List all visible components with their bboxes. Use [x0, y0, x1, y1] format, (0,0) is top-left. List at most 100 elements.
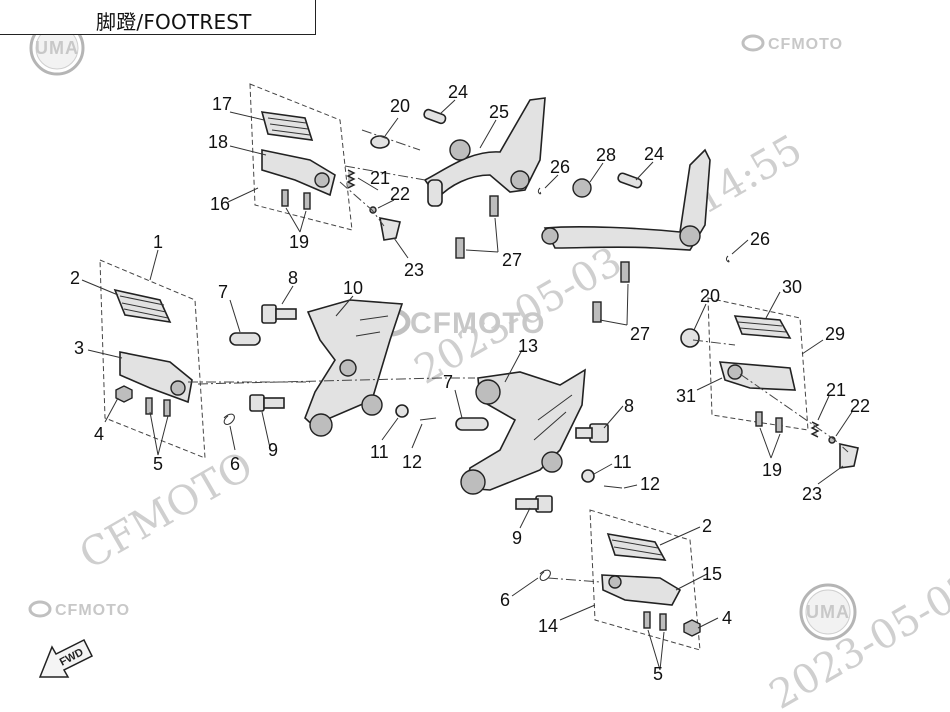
- callout-13: 13: [518, 336, 538, 356]
- bolt-5d: [659, 613, 667, 631]
- callout-17: 17: [212, 94, 232, 114]
- washer-11b: [581, 469, 595, 483]
- callout-21: 21: [370, 168, 390, 188]
- nut-4a: [115, 385, 133, 403]
- nut-4b: [683, 619, 701, 637]
- callout-labels: 1 2 3 4 5 6 7 8 9 10 11 12 16 17 18 19 2…: [70, 82, 870, 684]
- clip-26a: [537, 187, 542, 195]
- bolt-5b: [163, 399, 171, 417]
- callout-22: 22: [390, 184, 410, 204]
- pin-7a: [229, 332, 261, 346]
- callout-27b: 27: [630, 324, 650, 344]
- title-box: 脚蹬/FOOTREST: [0, 0, 316, 35]
- peg-bracket-3: [119, 351, 193, 404]
- ball-22a: [369, 206, 377, 214]
- callout-19: 19: [289, 232, 309, 252]
- leader-lines: [81, 99, 853, 671]
- callout-9: 9: [268, 440, 278, 460]
- peg-bracket-18: [261, 149, 336, 197]
- peg-rubber-2a: [113, 288, 172, 324]
- bolt-27a: [489, 195, 499, 217]
- clip-26b: [725, 255, 730, 263]
- cfmoto-logo-text: CFMOTO: [768, 36, 843, 53]
- callout-16: 16: [210, 194, 230, 214]
- page-title: 脚蹬/FOOTREST: [96, 10, 252, 34]
- spring-21b: [810, 421, 820, 438]
- callout-11b: 11: [613, 452, 632, 472]
- bolt-19a: [281, 189, 289, 207]
- callout-22b: 22: [850, 396, 870, 416]
- peg-bracket-15: [601, 574, 682, 606]
- detent-plate-23b: [839, 443, 859, 469]
- callout-23b: 23: [802, 484, 822, 504]
- fwd-arrow-icon: FWD: [38, 638, 94, 678]
- washer-20a: [370, 135, 390, 149]
- peg-rubber-2b: [606, 532, 667, 561]
- callout-21b: 21: [826, 380, 846, 400]
- callout-24: 24: [448, 82, 468, 102]
- bolt-19d: [775, 417, 783, 433]
- washer-20b: [680, 328, 700, 348]
- callout-2b: 2: [702, 516, 712, 536]
- bolt-27d: [592, 301, 602, 323]
- callout-8: 8: [288, 268, 298, 288]
- callout-31: 31: [676, 386, 696, 406]
- pin-24a: [423, 108, 447, 125]
- bolt-8a: [261, 304, 297, 324]
- bolt-5c: [643, 611, 651, 629]
- callout-26b: 26: [750, 229, 770, 249]
- cfmoto-center-text: CFMOTO: [410, 307, 545, 340]
- spring-6b: [539, 569, 551, 581]
- callout-15: 15: [702, 564, 722, 584]
- callout-25: 25: [489, 102, 509, 122]
- cfmoto-logo-left: CFMOTO: [28, 600, 129, 619]
- peg-rubber-30: [733, 315, 792, 339]
- main-hanger-13: [460, 368, 586, 495]
- callout-5: 5: [153, 454, 163, 474]
- peg-rubber-17: [260, 111, 314, 141]
- bolt-27c: [620, 261, 630, 283]
- rear-hanger-28: [541, 148, 711, 251]
- callout-14: 14: [538, 616, 558, 636]
- bolt-8b: [575, 423, 609, 443]
- bolt-27b: [455, 237, 465, 259]
- callout-5b: 5: [653, 664, 663, 684]
- callout-12: 12: [402, 452, 422, 472]
- watermark-date-bottom: 2023-05-03: [762, 564, 950, 712]
- group-box-1: [99, 259, 206, 459]
- bolt-5a: [145, 397, 153, 415]
- callout-8b: 8: [624, 396, 634, 416]
- callout-7b: 7: [443, 372, 453, 392]
- group-box-16: [249, 83, 353, 231]
- callout-3: 3: [74, 338, 84, 358]
- uma-logo-text-bottom: UMA: [806, 602, 850, 622]
- callout-19b: 19: [762, 460, 782, 480]
- center-line: [739, 373, 849, 453]
- bolt-9a: [249, 394, 285, 412]
- center-line: [692, 339, 736, 346]
- bolt-19b: [303, 192, 311, 210]
- cfmoto-logo-top: CFMOTO: [741, 34, 843, 53]
- spring-6a: [223, 413, 235, 425]
- callout-2: 2: [70, 268, 80, 288]
- callout-4b: 4: [722, 608, 732, 628]
- center-line: [197, 377, 475, 385]
- center-line: [344, 165, 426, 181]
- callout-12b: 12: [640, 474, 660, 494]
- spring-21a: [346, 169, 356, 189]
- callout-26: 26: [550, 157, 570, 177]
- uma-logo-bottom: UMA: [799, 583, 857, 641]
- callout-9b: 9: [512, 528, 522, 548]
- bolt-19c: [755, 411, 763, 427]
- cotter-pin-12b: [603, 485, 623, 489]
- center-line: [339, 181, 385, 227]
- group-box-14: [589, 509, 701, 651]
- callout-7: 7: [218, 282, 228, 302]
- callout-4: 4: [94, 424, 104, 444]
- cotter-pin-12a: [419, 417, 437, 421]
- main-hanger-10: [304, 299, 404, 437]
- center-line: [547, 577, 601, 583]
- callout-10: 10: [343, 278, 363, 298]
- callout-11: 11: [370, 442, 389, 462]
